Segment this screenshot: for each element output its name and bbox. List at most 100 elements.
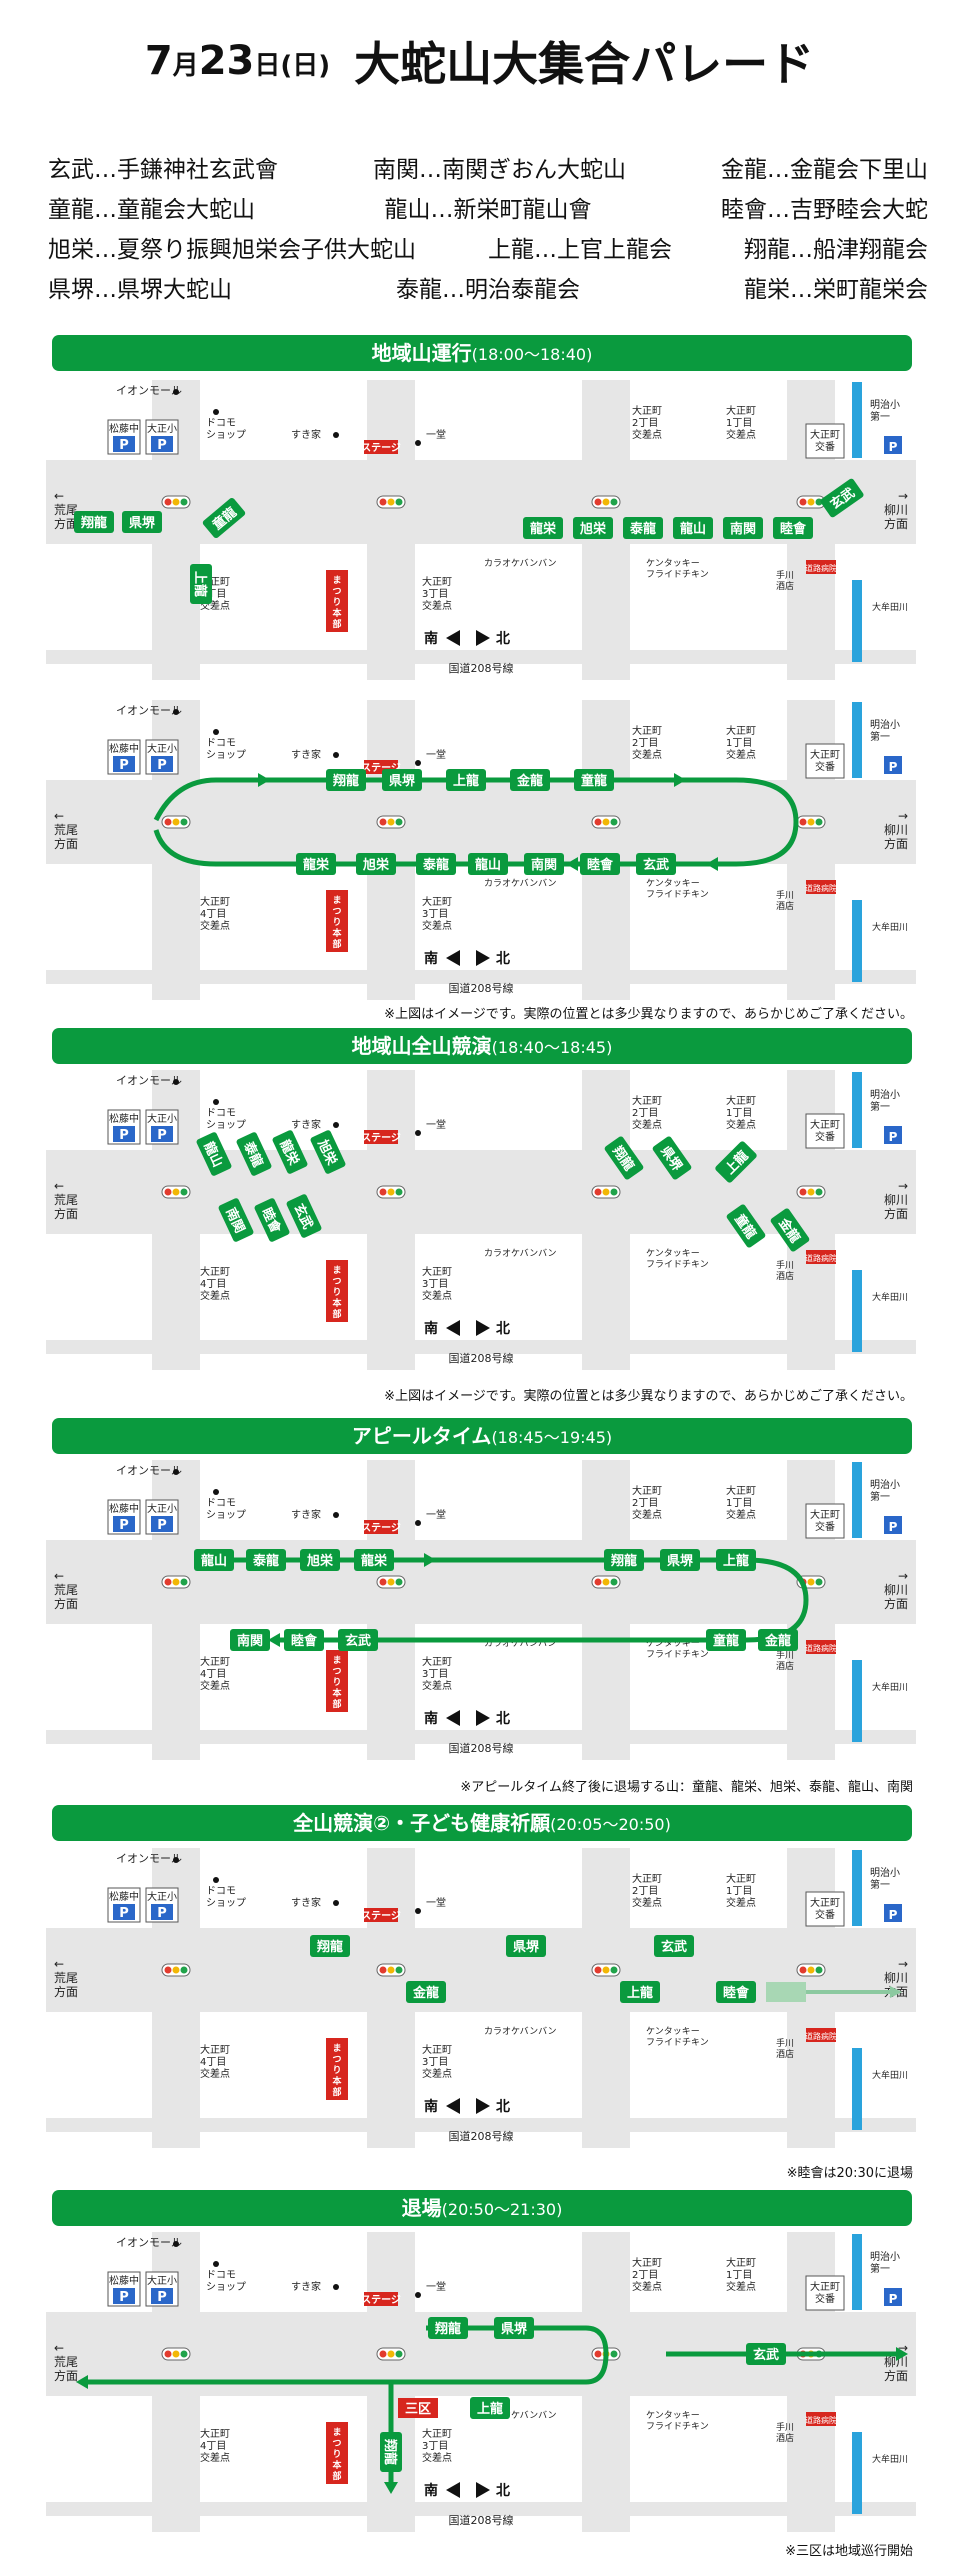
light-yellow [172,1188,180,1196]
koban-label: 大正町交番 [810,748,840,773]
east-direction-label: →柳川方面 [884,489,908,531]
traffic-light [591,495,621,509]
team-float: 金龍 [510,769,550,791]
hospital-box [806,560,836,574]
team-float-body [620,1981,660,2003]
team-float-body [236,1132,272,1176]
hospital-label: 道路病院 [805,563,837,573]
road-label: 国道208号線 [449,1741,514,1755]
parking-sign [884,1516,902,1534]
team-float: 龍山 [468,853,508,875]
kfc-label: ケンタッキーフライドチキン [646,1248,709,1270]
honbu-label: まつり本部 [332,1265,342,1320]
team-float: 翔龍 [74,511,114,533]
team-float: 玄武 [338,1629,378,1651]
team-float: 泰龍 [416,853,456,875]
traffic-light [161,1185,191,1199]
team-float: 龍栄 [354,1549,394,1571]
koban-label: 大正町交番 [810,428,840,453]
ichido-label: 一堂 [426,429,446,441]
meiji-school-label: 明治小第一 [870,1088,900,1113]
parking-p: P [889,1908,898,1922]
road-label: 国道208号線 [449,1351,514,1365]
compass-south-arrow [446,950,460,966]
team-float: 県堺 [494,2317,534,2339]
hospital-label: 道路病院 [805,883,837,893]
light-green [610,818,618,826]
sukiya-dot [333,432,339,438]
ichido-dot [415,760,421,766]
light-green [610,1966,618,1974]
legend-item: 泰龍…明治泰龍会 [396,277,580,303]
team-float-body [338,1629,378,1651]
team-float-body [660,1549,700,1571]
kfc-label: ケンタッキーフライドチキン [646,2026,709,2048]
compass-north-arrow [476,630,490,646]
honbu-label: まつり本部 [332,2043,342,2098]
team-float-body [310,1935,350,1957]
sukiya-dot [333,1900,339,1906]
team-float-label: 玄武 [345,1633,371,1649]
team-float: 南関 [230,1629,270,1651]
light-yellow [172,498,180,506]
compass-north-arrow [476,2482,490,2498]
compass-north-arrow [476,2098,490,2114]
river-top [852,382,862,458]
kfc-label: ケンタッキーフライドチキン [646,2410,709,2432]
traffic-light [161,2347,191,2361]
team-float: 龍山 [194,1549,234,1571]
ichido-dot [415,2292,421,2298]
sukiya-label: すき家 [291,1508,321,1521]
road-label: 国道208号線 [449,2129,514,2143]
river-top [852,2234,862,2310]
legend-item: 南関…南関ぎおん大蛇山 [373,157,626,183]
light-red [164,1966,172,1974]
sukiya-dot [333,1122,339,1128]
parking-label: 松藤中 [109,1890,139,1903]
route-arrowhead [268,1633,280,1647]
stage-label: ステージ [361,1132,401,1144]
west-direction-label: ←荒尾方面 [54,1179,78,1221]
team-float-label: 睦會 [291,1633,318,1649]
light-yellow [807,1578,815,1586]
legend-item: 睦會…吉野睦会大蛇 [721,197,928,223]
legend-item: 龍山…新栄町龍山會 [384,197,592,223]
honbu-label: まつり本部 [332,2427,342,2482]
compass-north-arrow [476,1710,490,1726]
route-arrowhead [706,857,718,871]
koban-box [805,1891,845,1927]
light-yellow [387,498,395,506]
parking-label: 松藤中 [109,742,139,755]
team-float-body [773,517,813,539]
karaoke-label: カラオケバンバン [484,2410,557,2421]
team-float-label: 翔龍 [80,515,107,531]
koban-box [805,2275,845,2311]
team-float-body [573,517,613,539]
docomo-dot [213,409,219,415]
section-note-4: ※睦會は20:30に退場 [786,2166,913,2181]
light-yellow [602,1188,610,1196]
meiji-school-label: 明治小第一 [870,2250,900,2275]
light-yellow [387,1188,395,1196]
team-float: 童龍 [574,769,614,791]
team-float-body [246,1549,286,1571]
parking-p: P [157,1518,167,1533]
compass-north: 北 [496,1711,510,1727]
team-float-label: 泰龍 [422,857,449,873]
light-green [180,818,188,826]
team-float: 睦會 [284,1629,324,1651]
team-float-label: 県堺 [389,773,416,789]
koban-box [805,743,845,779]
team-float: 翔龍 [604,1549,644,1571]
parking-p: P [119,2290,129,2305]
team-float-body [326,769,366,791]
cross-street [582,1070,630,1370]
stage-box [364,1520,398,1534]
team-float: 玄武 [286,1194,322,1238]
river-label: 大牟田川 [872,2069,908,2081]
light-green [395,2350,403,2358]
team-float-body [218,1198,254,1242]
parking-p: P [889,2292,898,2306]
team-float-label: 翔龍 [332,773,359,789]
